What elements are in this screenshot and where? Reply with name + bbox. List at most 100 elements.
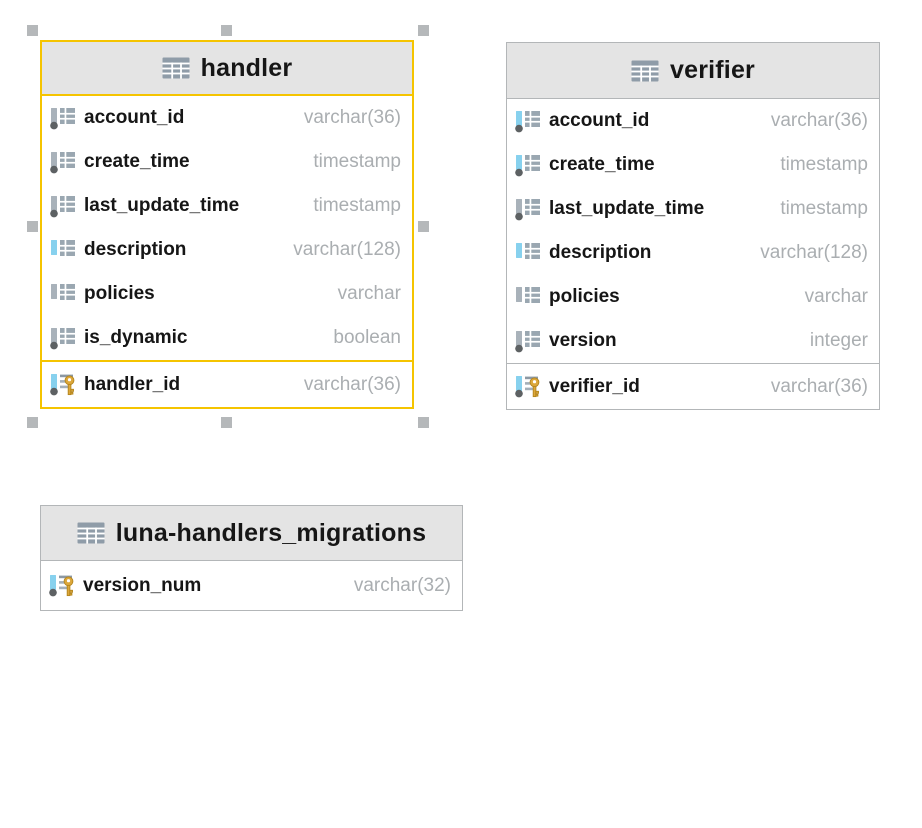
primary-key-icon: [60, 374, 75, 396]
column-row[interactable]: account_id varchar(36): [42, 96, 412, 140]
column-type: varchar(32): [353, 574, 451, 596]
column-type: varchar(36): [770, 110, 868, 131]
column-name: last_update_time: [84, 195, 240, 216]
column-icon: [51, 283, 75, 300]
not-null-dot: [50, 387, 58, 396]
table-header[interactable]: verifier: [507, 43, 879, 99]
column-row[interactable]: account_id varchar(36): [507, 99, 879, 143]
table-icon: [631, 60, 659, 81]
column-grid-glyph: [525, 330, 540, 347]
column-row[interactable]: description varchar(128): [507, 231, 879, 275]
column-row[interactable]: create_time timestamp: [42, 140, 412, 184]
table-body: version_num varchar(32): [41, 561, 462, 610]
not-null-dot: [515, 168, 523, 176]
column-icon: [50, 195, 75, 217]
column-type: varchar(36): [303, 107, 401, 128]
table-header[interactable]: handler: [42, 42, 412, 96]
column-row-primary-key[interactable]: version_num varchar(32): [41, 561, 462, 610]
table-body: account_id varchar(36) create: [507, 99, 879, 409]
column-name: last_update_time: [549, 198, 705, 219]
column-type: varchar(36): [770, 375, 868, 397]
column-name: description: [549, 242, 652, 263]
not-null-dot: [50, 121, 58, 129]
column-row[interactable]: create_time timestamp: [507, 143, 879, 187]
table-title: verifier: [670, 56, 755, 84]
column-grid-glyph: [60, 239, 75, 256]
column-type: integer: [809, 330, 868, 351]
column-icon: [50, 374, 75, 396]
column-row[interactable]: policies varchar: [507, 275, 879, 319]
column-grid-glyph: [525, 198, 540, 215]
column-row[interactable]: description varchar(128): [42, 228, 412, 272]
column-type: varchar: [337, 283, 401, 304]
column-icon: [515, 198, 540, 220]
column-name: policies: [549, 286, 620, 307]
primary-key-icon: [59, 575, 74, 597]
column-type: timestamp: [780, 154, 868, 175]
column-type: varchar(36): [303, 373, 401, 395]
column-icon: [50, 107, 75, 129]
selection-handle-middle-right[interactable]: [418, 221, 429, 232]
not-null-dot: [50, 341, 58, 349]
column-grid-glyph: [525, 242, 540, 259]
column-grid-glyph: [60, 195, 75, 212]
selection-handle-top-center[interactable]: [221, 25, 232, 36]
column-type: varchar: [804, 286, 868, 307]
column-type: varchar(128): [293, 239, 401, 260]
column-type: timestamp: [313, 151, 401, 172]
not-null-dot: [50, 165, 58, 173]
column-icon: [49, 575, 74, 597]
column-row[interactable]: version integer: [507, 319, 879, 363]
not-null-dot: [515, 124, 523, 132]
column-name: version: [549, 330, 617, 351]
column-name: account_id: [549, 110, 650, 131]
entity-table-handler[interactable]: handler account_id var: [40, 40, 414, 409]
column-icon: [51, 239, 75, 256]
column-type: varchar(128): [760, 242, 868, 263]
column-row[interactable]: is_dynamic boolean: [42, 316, 412, 360]
column-name: account_id: [84, 107, 185, 128]
entity-table-verifier[interactable]: verifier account_id va: [506, 42, 880, 410]
table-title: handler: [200, 53, 293, 82]
column-icon: [50, 151, 75, 173]
table-title: luna-handlers_migrations: [115, 518, 427, 547]
column-row-primary-key[interactable]: handler_id varchar(36): [42, 362, 412, 407]
selection-handle-top-right[interactable]: [418, 25, 429, 36]
column-type: timestamp: [780, 198, 868, 219]
column-icon: [50, 327, 75, 349]
selection-handle-bottom-right[interactable]: [418, 417, 429, 428]
primary-key-separator: [507, 363, 879, 364]
primary-key-separator: [42, 360, 412, 362]
column-grid-glyph: [60, 327, 75, 344]
column-row[interactable]: last_update_time timestamp: [42, 184, 412, 228]
selection-handle-bottom-left[interactable]: [27, 417, 38, 428]
selection-handle-top-left[interactable]: [27, 25, 38, 36]
entity-table-migrations[interactable]: luna-handlers_migrations v: [40, 505, 463, 611]
not-null-dot: [49, 588, 57, 597]
column-icon: [515, 110, 540, 132]
column-name: create_time: [549, 154, 655, 175]
not-null-dot: [50, 209, 58, 217]
column-name: version_num: [83, 574, 202, 596]
selection-handle-bottom-center[interactable]: [221, 417, 232, 428]
column-row[interactable]: last_update_time timestamp: [507, 187, 879, 231]
column-icon: [515, 154, 540, 176]
table-icon: [77, 522, 105, 544]
column-grid-glyph: [60, 107, 75, 124]
column-row-primary-key[interactable]: verifier_id varchar(36): [507, 364, 879, 409]
column-icon: [516, 242, 540, 259]
column-grid-glyph: [60, 283, 75, 300]
not-null-dot: [515, 212, 523, 220]
primary-key-icon: [525, 376, 540, 398]
column-row[interactable]: policies varchar: [42, 272, 412, 316]
table-header[interactable]: luna-handlers_migrations: [41, 506, 462, 561]
column-icon: [515, 330, 540, 352]
column-grid-glyph: [525, 154, 540, 171]
table-icon: [162, 57, 190, 79]
selection-handle-middle-left[interactable]: [27, 221, 38, 232]
column-name: handler_id: [84, 373, 181, 395]
column-icon: [515, 376, 540, 398]
column-name: create_time: [84, 151, 190, 172]
column-name: policies: [84, 283, 155, 304]
